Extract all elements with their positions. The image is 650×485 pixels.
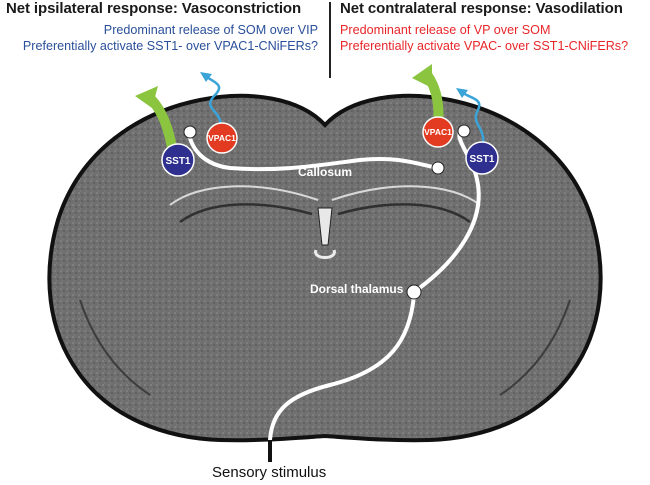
hippocampus-right-contour [331,185,481,206]
cyan-arrow-left [205,75,222,131]
heading-ipsilateral: Net ipsilateral response: Vasoconstricti… [6,0,302,17]
cyan-arrow-right [461,91,485,149]
cell-right-vpac1 [422,116,454,148]
cell-left-sst1-label: SST1 [165,156,190,167]
hippocampus-left-inner [179,203,313,224]
hippocampus-right-inner [337,203,471,224]
note-ipsilateral: Predominant release of SOM over VIP Pref… [23,22,318,54]
cell-left-vpac1 [206,122,238,154]
node-dorsal-thalamus [406,284,422,300]
note-ipsilateral-line-1: Predominant release of SOM over VIP [103,23,318,37]
dorsal-thalamus-label: Dorsal thalamus [310,282,404,296]
green-arrowhead-right [412,64,432,88]
cell-left-vpac1-label: VPAC1 [208,133,236,143]
third-ventricle [317,207,333,246]
green-arrowhead-left [135,86,158,108]
node-left-cortex [183,125,197,139]
callosum-label: Callosum [298,165,352,179]
note-contralateral-line-1: Predominant release of VP over SOM [340,23,551,37]
node-right-callosum [431,161,445,175]
column-divider [329,2,331,78]
thalamocortical-pathway [268,126,481,442]
cell-right-vpac1-label: VPAC1 [424,127,452,137]
sensory-stimulus-label: Sensory stimulus [212,464,327,481]
brain-slice [47,93,603,443]
cyan-arrowhead-right [456,88,468,98]
left-cortex-edge [79,299,151,396]
callosal-pathway [186,126,440,172]
cyan-arrowhead-left [200,72,212,82]
cell-left-sst1 [161,143,195,177]
note-contralateral-line-2: Preferentially activate VPAC- over SST1-… [340,39,629,53]
note-ipsilateral-line-2: Preferentially activate SST1- over VPAC1… [22,39,318,53]
heading-contralateral: Net contralateral response: Vasodilation [340,0,623,17]
hippocampus-left-contour [169,185,319,206]
node-right-cortex [457,124,471,138]
cell-right-sst1 [465,141,499,175]
right-cortex-edge [499,299,571,396]
midline-structure [314,249,336,259]
note-contralateral: Predominant release of VP over SOM Prefe… [340,22,628,54]
cell-right-sst1-label: SST1 [469,154,494,165]
